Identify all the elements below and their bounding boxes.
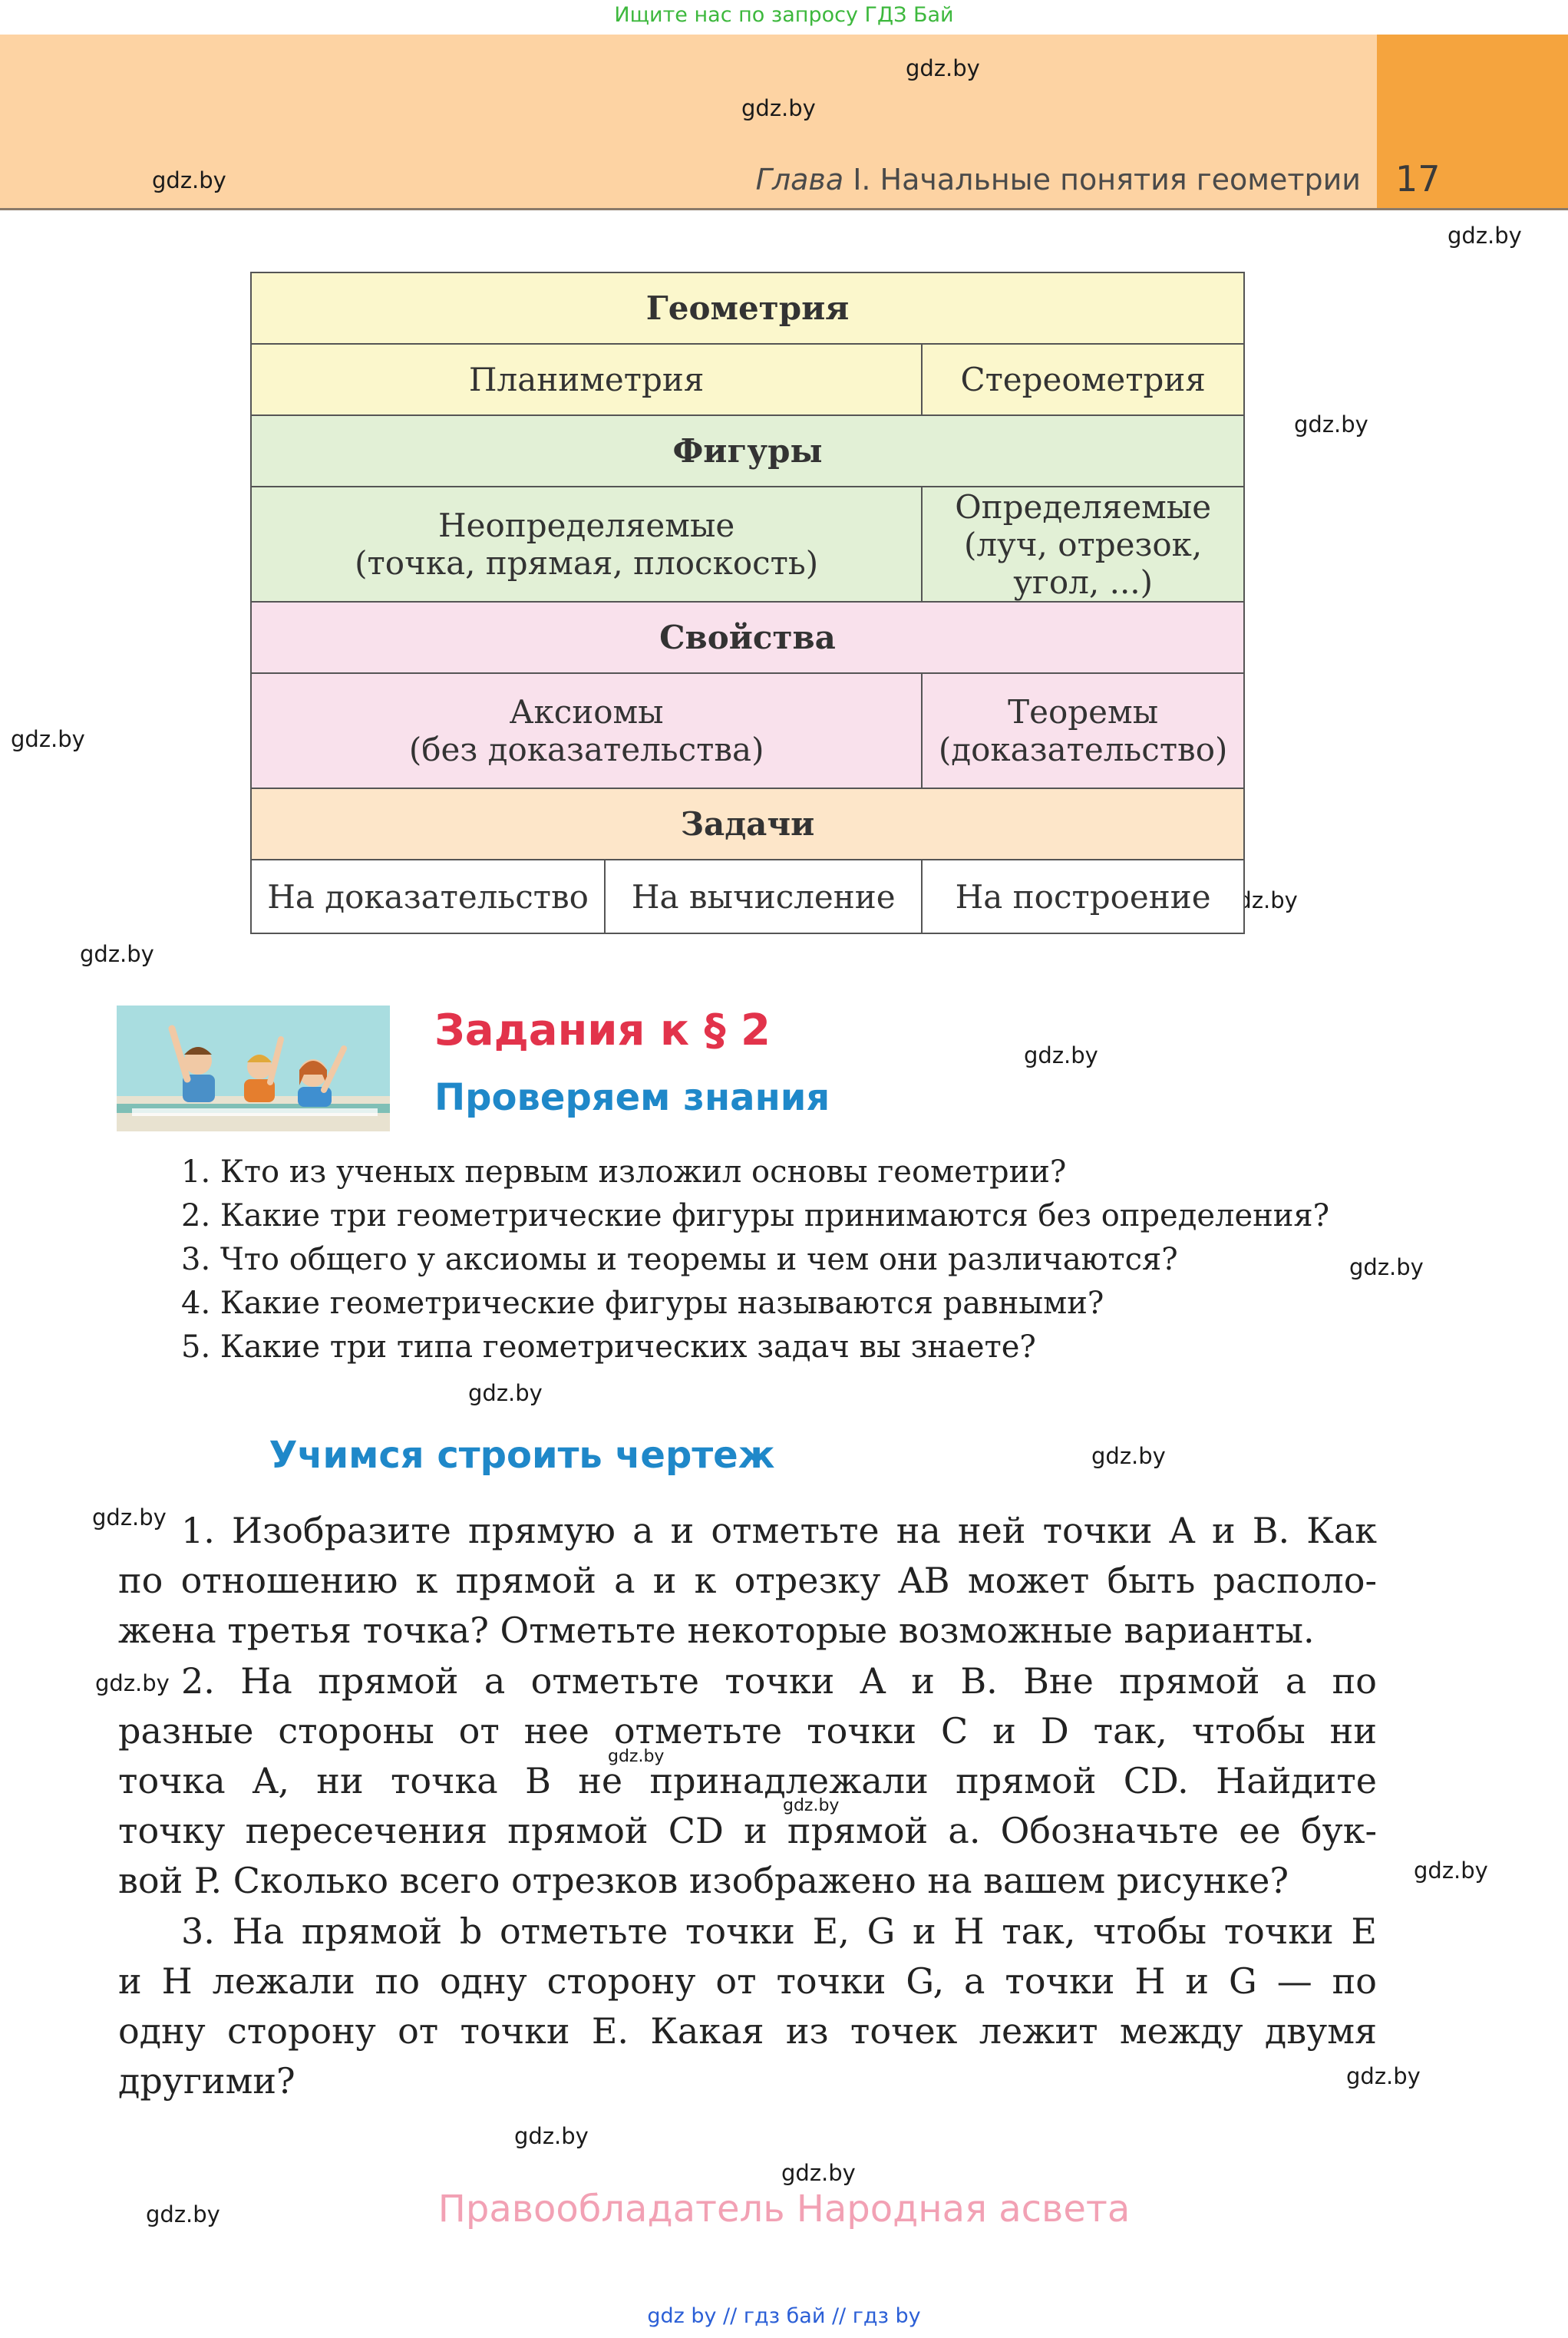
table-cell-planimetry: Планиметрия [249,343,923,416]
watermark: gdz.by [1091,1443,1166,1469]
watermark: gdz.by [468,1380,543,1406]
defined-label: Определяемые [955,487,1212,526]
table-cell-axioms: Аксиомы (без доказательства) [249,672,923,789]
watermark: gdz.by [741,95,816,121]
exercise-line: 3. На прямой b отметьте точки E, G и H т… [181,1910,1377,1952]
watermark: gdz.by [514,2123,589,2149]
question-item: 2. Какие три геометрические фигуры прини… [181,1198,1330,1233]
table-row: Неопределяемые (точка, прямая, плоскость… [249,486,1245,603]
table-cell-stereometry: Стереометрия [921,343,1245,416]
table-row: Задачи [250,788,1245,860]
tasks-title: Задания к § 2 [434,1006,771,1055]
geometry-classification-table: Геометрия Планиметрия Стереометрия Фигур… [249,272,1245,934]
exercise-2: 2. На прямой a отметьте точки A и B. Вне… [118,1656,1377,1906]
exercise-line: 2. На прямой a отметьте точки A и B. Вне… [181,1660,1377,1702]
watermark: gdz.by [1414,1858,1488,1884]
table-header-problems: Задачи [250,788,1245,860]
table-row: На доказательство На вычисление На постр… [249,859,1245,934]
header-band [0,35,1377,208]
watermark: gdz.by [906,55,980,81]
top-search-text: Ищите нас по запросу ГДЗ Бай [614,3,954,27]
axioms-note: (без доказательства) [408,731,764,768]
table-cell-undefined: Неопределяемые (точка, прямая, плоскость… [249,486,923,603]
exercise-line: разные стороны от нее отметьте точки C и… [118,1710,1377,1752]
chapter-name: I. Начальные понятия геометрии [843,163,1361,196]
question-item: 4. Какие геометрические фигуры называютс… [181,1286,1104,1321]
exercise-line: жена третья точка? Отметьте некоторые во… [118,1610,1315,1651]
table-header-properties: Свойства [250,601,1245,674]
exercise-line: и H лежали по одну сторону от точки G, а… [118,1960,1377,2002]
exercise-1: 1. Изобразите прямую a и отметьте на ней… [118,1506,1377,1656]
table-row: Геометрия [250,272,1245,345]
table-cell-proof: На доказательство [249,859,606,934]
table-row: Свойства [250,601,1245,674]
watermark: gdz.by [152,167,226,193]
exercise-line: другими? [118,2060,295,2102]
watermark: gdz.by [1346,2063,1421,2089]
copyright-notice: Правообладатель Народная асвета [437,2188,1131,2231]
table-row: Планиметрия Стереометрия [249,343,1245,416]
watermark: gdz.by [1349,1254,1424,1280]
question-item: 1. Кто из ученых первым изложил основы г… [181,1154,1067,1190]
undefined-label: Неопределяемые [438,507,735,544]
table-row: Аксиомы (без доказательства) Теоремы (до… [249,672,1245,789]
watermark: gdz.by [783,1796,840,1815]
exercise-line: точку пересечения прямой CD и прямой a. … [118,1810,1377,1851]
page-number-box [1377,35,1568,208]
question-item: 3. Что общего у аксиомы и теоремы и чем … [181,1242,1178,1277]
watermark: gdz.by [608,1747,665,1766]
chapter-title: Глава I. Начальные понятия геометрии [756,163,1361,196]
exercise-line: точка A, ни точка B не принадлежали прям… [118,1760,1377,1801]
watermark: gdz.by [781,2160,856,2186]
watermark: gdz.by [11,726,85,752]
table-cell-calc: На вычисление [604,859,923,934]
exercise-3: 3. На прямой b отметьте точки E, G и H т… [118,1907,1377,2106]
watermark: gdz.by [80,941,154,967]
footer-links[interactable]: gdz by // гдз бай // гдз by [647,2304,921,2328]
page-number: 17 [1395,158,1441,200]
watermark: gdz.by [146,2201,220,2227]
watermark: gdz.by [1294,411,1368,438]
watermark: gdz.by [95,1670,170,1696]
theorems-label: Теоремы [1008,693,1159,731]
table-header-geometry: Геометрия [250,272,1245,345]
learn-drawing-title: Учимся строить чертеж [269,1434,775,1477]
header-rule [0,208,1568,210]
watermark: gdz.by [92,1504,167,1531]
exercise-line: 1. Изобразите прямую a и отметьте на ней… [181,1510,1377,1551]
exercise-line: по отношению к прямой a и к отрезку AB м… [118,1560,1377,1601]
table-row: Фигуры [250,414,1245,487]
defined-examples: (луч, отрезок, угол, ...) [963,525,1203,601]
watermark: gdz.by [1024,1042,1098,1068]
table-cell-defined: Определяемые (луч, отрезок, угол, ...) [921,486,1245,603]
theorems-note: (доказательство) [938,731,1228,768]
students-raising-hands-image [117,1006,390,1131]
exercise-line: вой P. Сколько всего отрезков изображено… [118,1860,1289,1901]
table-header-figures: Фигуры [250,414,1245,487]
question-item: 5. Какие три типа геометрических задач в… [181,1329,1036,1365]
watermark: gdz.by [1448,223,1522,249]
axioms-label: Аксиомы [509,693,664,731]
undefined-examples: (точка, прямая, плоскость) [355,544,819,582]
table-cell-construct: На построение [921,859,1245,934]
chapter-prefix: Глава [755,163,844,196]
table-cell-theorems: Теоремы (доказательство) [921,672,1245,789]
exercise-line: одну сторону от точки E. Какая из точек … [118,2010,1377,2052]
check-knowledge-title: Проверяем знания [434,1076,830,1119]
